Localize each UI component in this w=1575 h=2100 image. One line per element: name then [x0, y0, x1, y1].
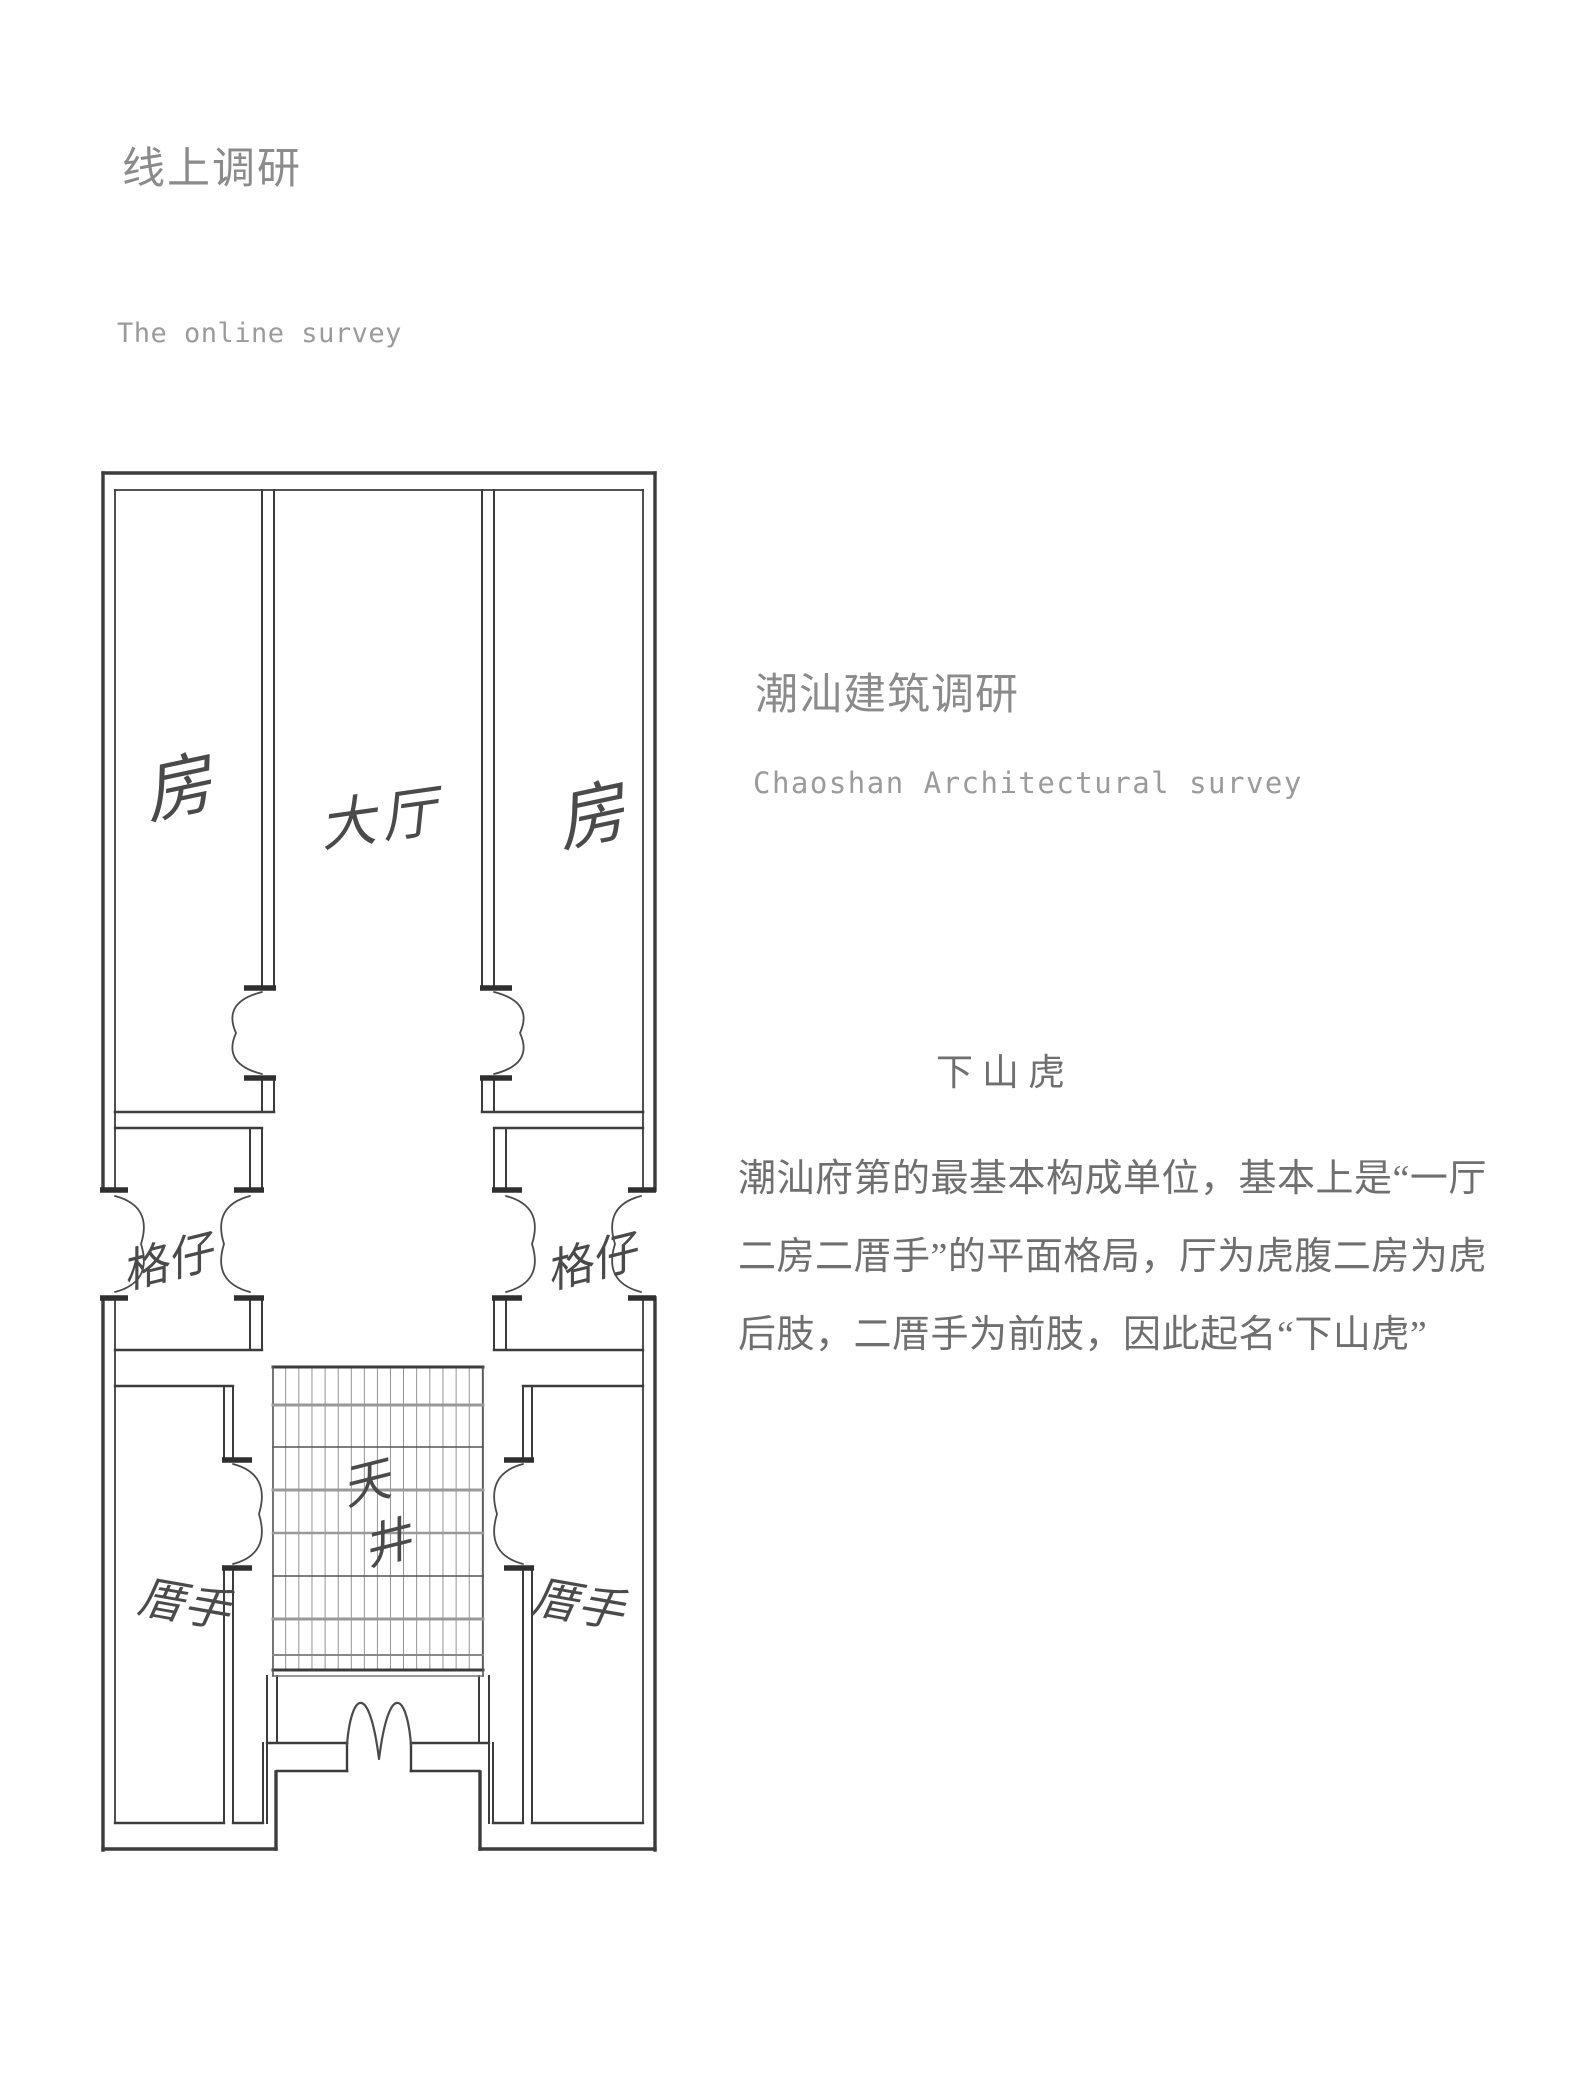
outer-walls	[101, 471, 657, 1852]
column-title: 潮汕建筑调研	[755, 672, 1019, 719]
room-label-right-wing: 厝手	[528, 1571, 630, 1638]
room-label-right-cell: 格仔	[540, 1225, 647, 1298]
section-heading: 下山虎	[936, 1053, 1074, 1094]
cell-rooms-walls	[113, 1126, 645, 1352]
top-rooms-walls	[113, 489, 645, 1114]
body-paragraph: 潮汕府第的最基本构成单位，基本上是“一厅 二房二厝手”的平面格局，厅为虎腹二房为…	[738, 1140, 1528, 1374]
room-label-left-bedroom: 房	[136, 744, 223, 834]
room-labels: 房 大厅 房 格仔 格仔 天 井 厝手 厝手	[116, 744, 647, 1639]
room-label-main-hall: 大厅	[316, 780, 450, 859]
room-label-right-bedroom: 房	[549, 772, 636, 862]
wing-rooms-walls	[113, 1384, 645, 1825]
paragraph-line: 二房二厝手”的平面格局，厅为虎腹二房为虎	[738, 1236, 1487, 1278]
page-subtitle-en: The online survey	[117, 318, 402, 349]
room-label-left-wing: 厝手	[134, 1571, 236, 1638]
paragraph-line: 后肢，二厝手为前肢，因此起名“下山虎”	[738, 1314, 1428, 1356]
paragraph-line: 潮汕府第的最基本构成单位，基本上是“一厅	[738, 1158, 1487, 1200]
door-arcs	[114, 991, 642, 1761]
door-tabs	[100, 985, 656, 1571]
courtyard-hatch	[271, 1365, 485, 1677]
column-subtitle-en: Chaoshan Architectural survey	[753, 766, 1303, 800]
room-label-left-cell: 格仔	[116, 1225, 223, 1298]
page-title: 线上调研	[122, 146, 302, 193]
